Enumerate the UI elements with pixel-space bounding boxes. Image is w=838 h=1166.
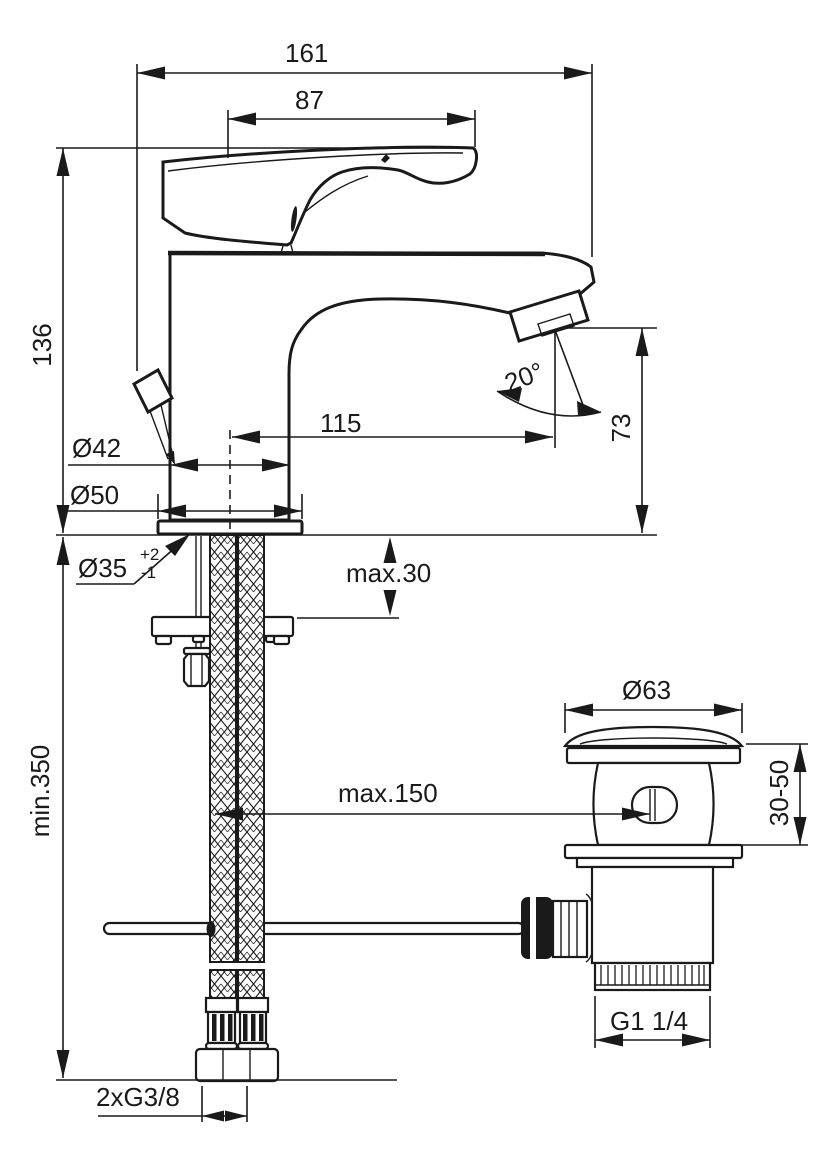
dim-max-deck-thickness: max.30 <box>297 537 431 619</box>
dim-label-87: 87 <box>295 85 324 115</box>
dim-tap-hole: Ø35 +2 -1 <box>76 534 190 585</box>
dim-label-136: 136 <box>27 323 57 366</box>
dim-label-max30: max.30 <box>346 558 431 588</box>
dim-label-73: 73 <box>606 414 636 443</box>
rod-hose-joint-dot <box>206 921 216 937</box>
dim-label-o42: Ø42 <box>72 433 121 463</box>
dim-base-diameter: Ø50 <box>68 480 303 519</box>
clamp-nut <box>182 646 212 688</box>
dim-label-max150: max.150 <box>338 778 438 808</box>
faucet-body-spout <box>167 244 596 522</box>
hose-connectors <box>194 996 280 1083</box>
dim-height-to-deck: 136 <box>27 147 455 533</box>
dim-min-hose-length: min.350 <box>25 537 397 1081</box>
dim-label-o35: Ø35 <box>78 553 127 583</box>
rod-ball-joint <box>521 893 597 963</box>
dim-spout-angle: 20° <box>496 329 602 417</box>
dim-label-161: 161 <box>285 38 328 68</box>
dim-label-g114: G1 1/4 <box>610 1006 688 1036</box>
pull-rod-knob <box>132 367 175 465</box>
dim-total-width: 161 <box>136 38 593 371</box>
dim-waste-flange: Ø63 <box>564 675 743 733</box>
dim-max-rod-reach: max.150 <box>215 778 650 821</box>
waste-thread <box>593 961 712 992</box>
dim-spout-height: 73 <box>560 327 657 533</box>
dim-label-o35-plus: +2 <box>140 545 159 564</box>
dim-waste-thread: G1 1/4 <box>594 996 711 1048</box>
dim-label-30-50: 30-50 <box>764 760 794 827</box>
spout-aerator <box>508 289 590 343</box>
pop-up-rod <box>102 921 526 936</box>
handle-marker-tick <box>381 154 390 163</box>
dim-supply-thread: 2xG3/8 <box>96 1082 248 1122</box>
dim-label-min350: min.350 <box>25 745 55 838</box>
pop-up-waste <box>562 725 745 992</box>
dim-label-o50: Ø50 <box>70 480 119 510</box>
lever-handle <box>161 145 479 247</box>
dim-basin-thickness: 30-50 <box>715 743 808 846</box>
dim-spout-projection: 115 <box>229 331 556 532</box>
supply-hoses <box>206 534 265 999</box>
dim-label-2xg38: 2xG3/8 <box>96 1082 180 1112</box>
waste-lower-body <box>590 865 715 965</box>
dim-label-o63: Ø63 <box>622 675 671 705</box>
dim-handle-projection: 87 <box>227 85 476 158</box>
dim-label-115: 115 <box>320 408 361 438</box>
g38-union-nuts <box>194 1047 280 1083</box>
dim-body-diameter: Ø42 <box>68 433 290 472</box>
